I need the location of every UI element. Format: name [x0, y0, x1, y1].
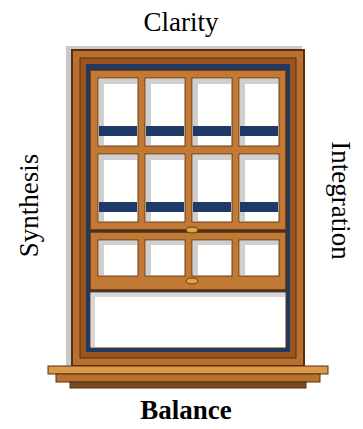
window-sill [70, 382, 306, 388]
window-sill [56, 374, 320, 382]
window-frame [72, 50, 304, 366]
frame-shadow [66, 46, 302, 368]
upper-panes [98, 78, 279, 222]
bottom-label: Balance [140, 397, 232, 424]
upper-sash [90, 70, 286, 230]
lower-sash [90, 232, 286, 290]
lower-panes [98, 240, 279, 276]
side-label: Integration [327, 141, 354, 259]
window-opening [86, 64, 290, 352]
frame-inner [80, 58, 296, 358]
top-label: Clarity [144, 9, 219, 36]
open-area-shadow [91, 293, 285, 347]
open-area [90, 292, 286, 348]
sash-handle [186, 227, 198, 233]
sash-handle [186, 278, 198, 284]
window-sill [48, 366, 328, 374]
side-label: Synthesis [17, 153, 44, 257]
